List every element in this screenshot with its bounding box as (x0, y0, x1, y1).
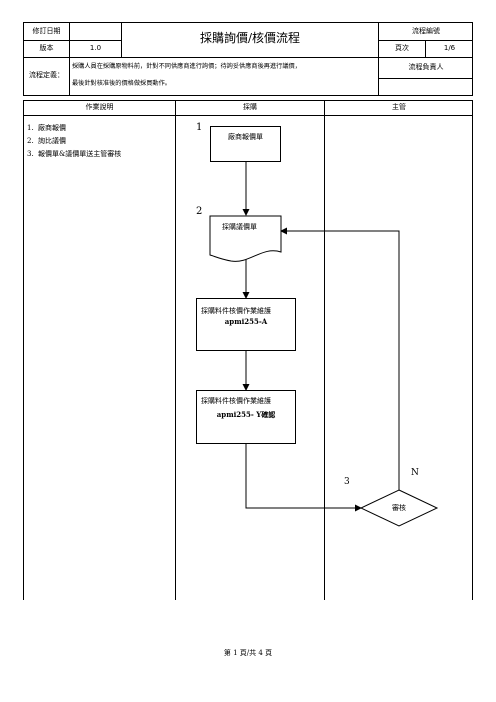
document-title: 採購詢價/核價流程 (199, 31, 301, 45)
step-number-1: 1. (27, 124, 34, 132)
node-decision-number: 3 (344, 477, 350, 487)
process-number-label: 流程編號 (412, 27, 440, 35)
node-2-label: 採購議價單 (222, 223, 257, 231)
node-price-maintenance-a: 採購料件核價作業維護 apmi255-A (196, 298, 296, 351)
step-text-3: 報價單&議價單送主管審核 (38, 150, 122, 158)
node-3-line-2: apmi255-A (224, 317, 268, 326)
node-4-line-1: 採購料件核價作業維護 (201, 397, 271, 405)
node-4-line-2: apmi255- Y確認 (216, 410, 276, 419)
document-shape (209, 215, 282, 262)
version-value: 1.0 (89, 44, 102, 52)
process-owner-label: 流程負責人 (408, 63, 444, 71)
node-1-number: 1 (196, 122, 203, 133)
column-header-supervisor: 主管 (392, 103, 406, 111)
version-label: 版本 (39, 44, 54, 52)
step-number-2: 2. (27, 137, 34, 145)
connector-reject-loop (280, 227, 400, 490)
column-header-description: 作業說明 (85, 103, 114, 111)
step-text-2: 詢比議價 (38, 137, 66, 145)
reject-label: N (411, 468, 419, 478)
step-text-1: 廠商報價 (38, 124, 66, 132)
definition-text-line-2: 最後針對核准後的價格做採買動作。 (72, 80, 171, 87)
decision-label: 審核 (392, 504, 406, 512)
definition-text-line-1: 採購人員在採購原物料前，針對不同供應商進行詢價；待詢妥供應商後再進行議價， (72, 63, 301, 70)
node-price-maintenance-confirm: 採購料件核價作業維護 apmi255- Y確認 (196, 390, 296, 444)
node-2-number: 2 (196, 206, 203, 217)
connector-4-decision (245, 444, 362, 512)
node-vendor-quotation: 廠商報價單 (210, 126, 281, 162)
column-header-purchasing: 採購 (243, 103, 257, 111)
node-3-line-1: 採購料件核價作業維護 (201, 307, 271, 315)
decision-diamond (359, 489, 439, 527)
page-value: 1/6 (443, 44, 456, 52)
page-footer: 第 1 頁/共 4 頁 (223, 649, 273, 657)
revision-date-label: 修訂日期 (32, 27, 61, 35)
page-label: 頁次 (395, 44, 409, 52)
node-1-label: 廠商報價單 (228, 133, 263, 141)
definition-label: 流程定義： (29, 71, 64, 79)
step-number-3: 3. (27, 150, 34, 158)
